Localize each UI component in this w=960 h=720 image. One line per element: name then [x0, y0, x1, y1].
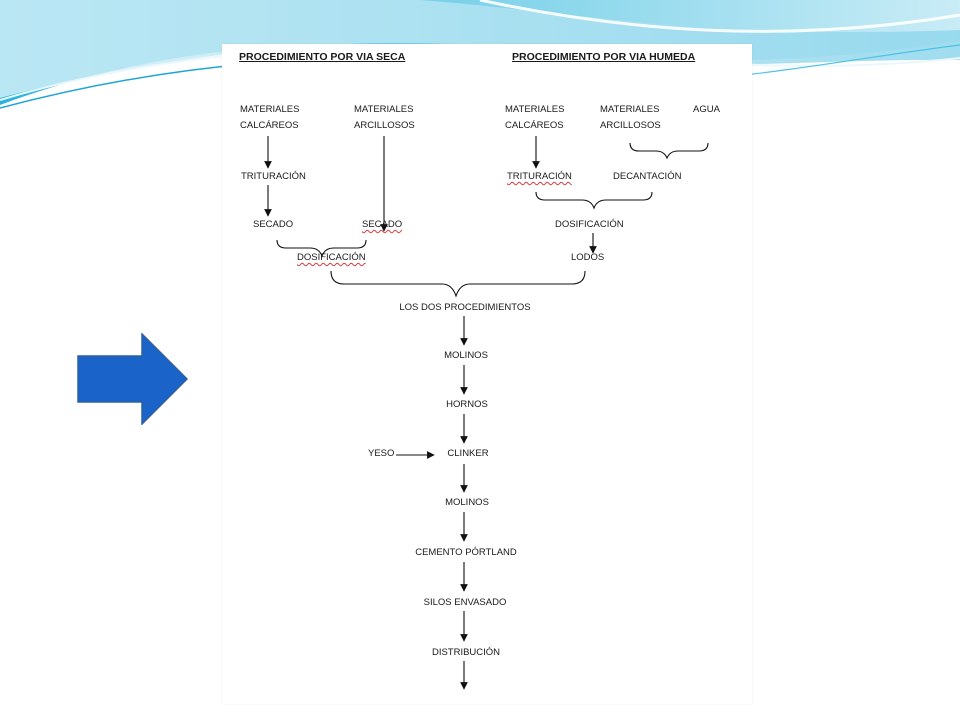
kilns: HORNOS: [446, 399, 488, 410]
wet-clay-line1: MATERIALES: [600, 104, 660, 115]
wet-clay-line2: ARCILLOSOS: [600, 120, 661, 131]
dry-clay-line2: ARCILLOSOS: [354, 120, 415, 131]
dry-drying-2: SECADO: [362, 219, 403, 230]
wet-sludge: LODOS: [571, 252, 605, 263]
brace-merge-both: [330, 270, 586, 298]
dry-dosing: DOSIFICACIÓN: [297, 252, 366, 263]
wet-process-title: PROCEDIMIENTO POR VIA HUMEDA: [512, 51, 696, 63]
dry-process-title: PROCEDIMIENTO POR VIA SECA: [239, 51, 406, 63]
gypsum: YESO: [368, 448, 395, 459]
dry-calcareous-line2: CALCÁREOS: [240, 120, 299, 131]
decorative-wave-header: [0, 0, 960, 109]
brace-wet-crushing-decanting: [535, 191, 653, 210]
brace-wet-clay-water: [629, 142, 709, 160]
wet-calcareous-line1: MATERIALES: [505, 104, 565, 115]
wet-decanting: DECANTACIÓN: [613, 171, 682, 182]
dry-crushing: TRITURACIÓN: [241, 171, 306, 182]
portland-cement: CEMENTO PÓRTLAND: [415, 547, 517, 558]
mills-1: MOLINOS: [444, 350, 488, 361]
dry-drying-1: SECADO: [253, 219, 294, 230]
dry-clay-line1: MATERIALES: [354, 104, 414, 115]
distribution: DISTRIBUCIÓN: [431, 647, 501, 658]
both-procedures: LOS DOS PROCEDIMIENTOS: [399, 302, 531, 313]
dry-calcareous-line1: MATERIALES: [240, 104, 300, 115]
wet-crushing: TRITURACIÓN: [507, 171, 572, 182]
wet-dosing: DOSIFICACIÓN: [555, 219, 624, 230]
flowchart-connectors: [264, 136, 709, 690]
brace-dry-drying: [276, 239, 367, 258]
wet-water: AGUA: [693, 104, 720, 115]
silos-packaging: SILOS ENVASADO: [423, 597, 507, 608]
clinker: CLINKER: [447, 448, 489, 459]
process-flowchart-document: PROCEDIMIENTO POR VIA SECA PROCEDIMIENTO…: [222, 44, 752, 704]
right-arrow-icon: [77, 333, 189, 425]
mills-2: MOLINOS: [445, 497, 489, 508]
wet-calcareous-line2: CALCÁREOS: [505, 120, 564, 131]
